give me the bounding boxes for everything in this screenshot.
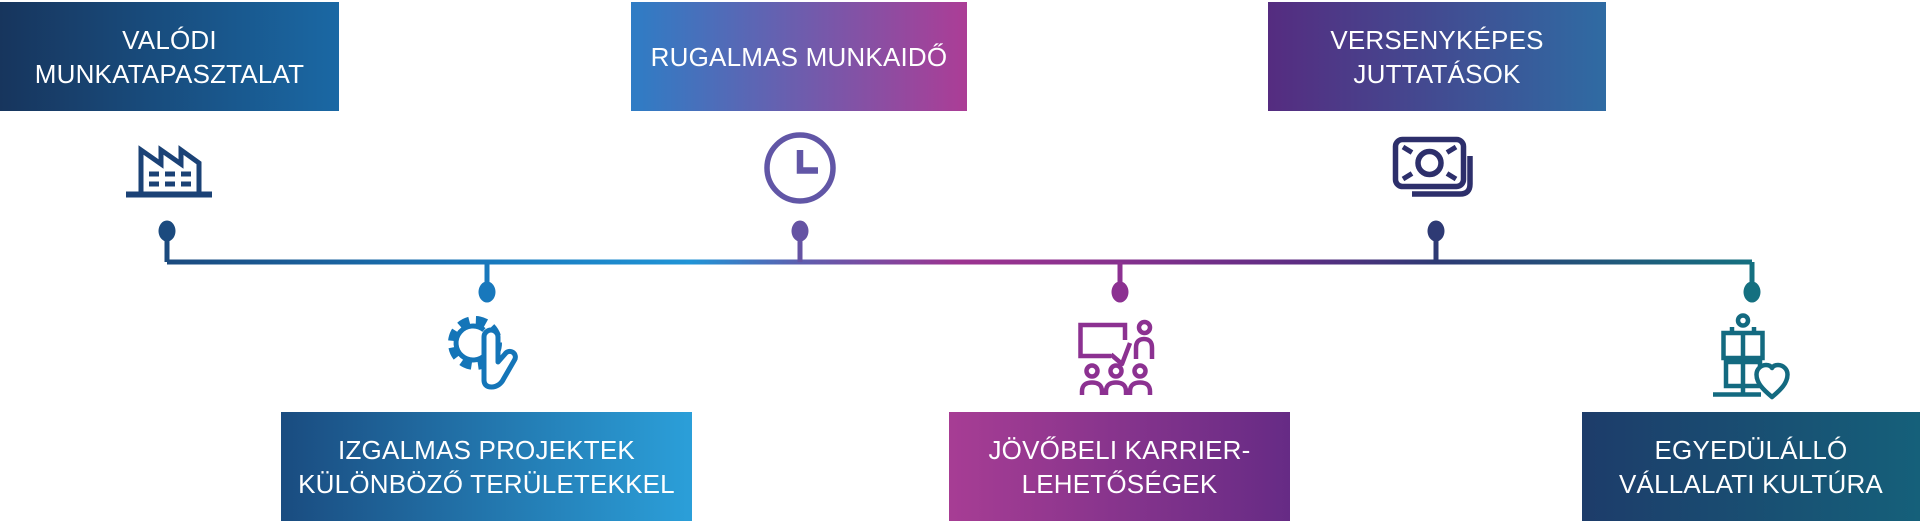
benefit-box-real-work-experience: VALÓDI MUNKATAPASZTALAT: [0, 2, 339, 111]
benefit-label-line2: JUTTATÁSOK: [1353, 58, 1521, 89]
timeline-connector-dot: [478, 281, 496, 303]
benefit-label-line1: EGYEDÜLÁLLÓ: [1654, 434, 1848, 465]
presentation-icon: [1078, 318, 1160, 398]
benefit-label-line2: MUNKATAPASZTALAT: [34, 58, 305, 89]
benefit-label-line1: VERSENYKÉPES: [1330, 24, 1544, 55]
benefit-label-line1: RUGALMAS MUNKAIDŐ: [650, 41, 948, 72]
clock-icon: [762, 130, 838, 206]
timeline-connector-dot: [791, 220, 809, 242]
timeline-connector-dot: [1427, 220, 1445, 242]
timeline-connector-dot: [1111, 281, 1129, 303]
benefit-box-exciting-projects: IZGALMAS PROJEKTEK KÜLÖNBÖZŐ TERÜLETEKKE…: [281, 412, 692, 521]
benefit-label-line2: LEHETŐSÉGEK: [1021, 468, 1218, 499]
timeline-connector-dot: [1743, 281, 1761, 303]
benefit-box-flexible-working-hours: RUGALMAS MUNKAIDŐ: [631, 2, 967, 111]
benefit-box-competitive-benefits: VERSENYKÉPES JUTTATÁSOK: [1268, 2, 1606, 111]
benefit-label-line1: VALÓDI: [122, 24, 217, 55]
mannequin-heart-icon: [1708, 312, 1792, 400]
benefit-box-unique-company-culture: EGYEDÜLÁLLÓ VÁLLALATI KULTÚRA: [1582, 412, 1920, 521]
benefit-label-line2: VÁLLALATI KULTÚRA: [1619, 468, 1883, 499]
timeline-connector-dot: [158, 220, 176, 242]
benefit-label-line2: KÜLÖNBÖZŐ TERÜLETEKKEL: [298, 468, 675, 499]
gear-hand-icon: [448, 310, 522, 402]
money-icon: [1392, 136, 1484, 206]
factory-icon: [125, 136, 213, 198]
benefit-label-line1: JÖVŐBELI KARRIER-: [988, 434, 1251, 465]
benefit-label-line1: IZGALMAS PROJEKTEK: [338, 434, 635, 465]
benefit-box-future-career-opportunities: JÖVŐBELI KARRIER- LEHETŐSÉGEK: [949, 412, 1290, 521]
